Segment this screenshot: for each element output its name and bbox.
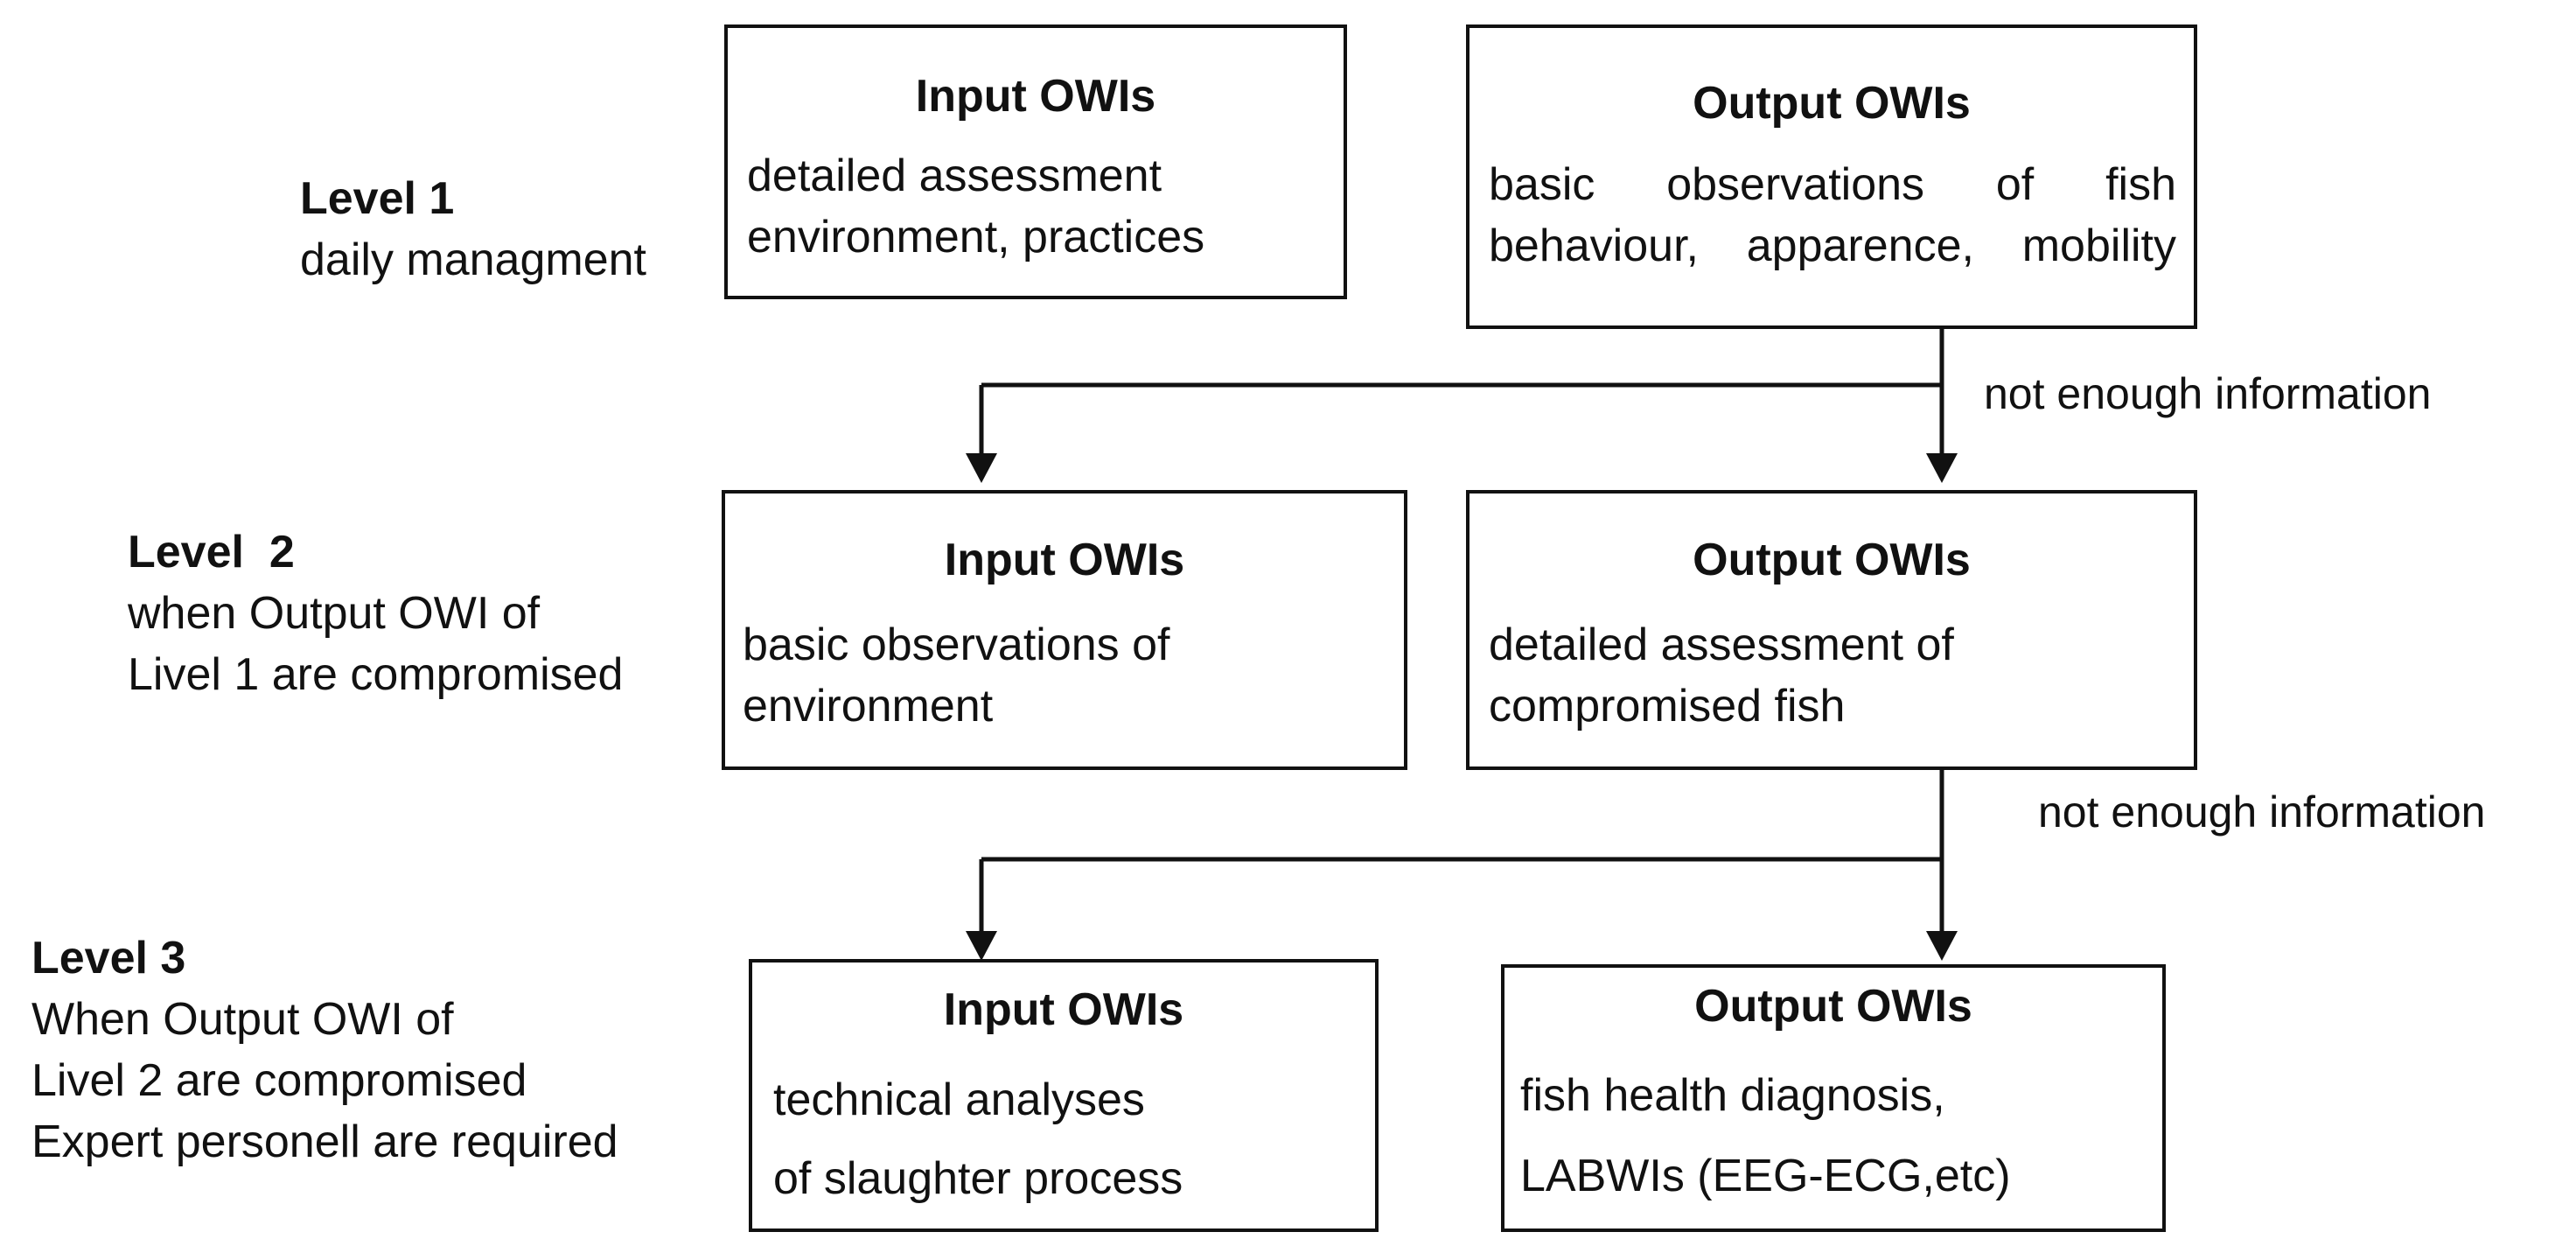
arrowhead-l2-output bbox=[1926, 453, 1958, 483]
level-2-description-line-1: when Output OWI of bbox=[128, 588, 541, 639]
level-2-heading: Level 2 bbox=[128, 527, 295, 578]
level-3-description-line-2: Livel 2 are compromised bbox=[31, 1055, 527, 1106]
level-1-input-box: Input OWIs detailed assessment environme… bbox=[724, 24, 1347, 299]
level-3-label: Level 3 When Output OWI of Livel 2 are c… bbox=[31, 928, 618, 1172]
level-1-output-title: Output OWIs bbox=[1693, 78, 1971, 129]
level-1-input-title: Input OWIs bbox=[915, 71, 1156, 122]
level-3-output-box: Output OWIs fish health diagnosis, LABWI… bbox=[1501, 964, 2166, 1232]
level-3-output-title: Output OWIs bbox=[1694, 981, 1972, 1032]
not-enough-information-note-2: not enough information bbox=[2038, 788, 2486, 836]
level-2-output-line-1: detailed assessment of bbox=[1489, 620, 1954, 670]
level-2-input-title: Input OWIs bbox=[944, 535, 1185, 585]
level-1-output-box: Output OWIs basic observations of fish b… bbox=[1466, 24, 2197, 329]
level-3-input-box: Input OWIs technical analyses of slaught… bbox=[749, 959, 1379, 1232]
level-3-input-title: Input OWIs bbox=[943, 984, 1184, 1035]
level-1-input-text: detailed assessment environment, practic… bbox=[747, 145, 1324, 268]
level-1-input-line-2: environment, practices bbox=[747, 212, 1205, 262]
level-3-heading: Level 3 bbox=[31, 933, 186, 984]
level-3-description-line-1: When Output OWI of bbox=[31, 994, 454, 1045]
level-1-heading: Level 1 bbox=[300, 173, 455, 224]
level-1-description: daily managment bbox=[300, 234, 646, 285]
level-2-input-line-1: basic observations of bbox=[743, 620, 1170, 670]
level-2-output-title: Output OWIs bbox=[1693, 535, 1971, 585]
level-3-output-line-1: fish health diagnosis, bbox=[1520, 1070, 1945, 1121]
level-3-input-text: technical analyses of slaughter process bbox=[773, 1060, 1358, 1218]
level-1-output-line-1: basic observations of fish bbox=[1489, 159, 2176, 210]
arrowhead-l3-output bbox=[1926, 931, 1958, 961]
level-3-input-line-1: technical analyses bbox=[773, 1074, 1145, 1125]
arrowhead-l2-input bbox=[966, 453, 997, 483]
level-1-input-line-1: detailed assessment bbox=[747, 150, 1162, 201]
level-3-output-line-2: LABWIs (EEG-ECG,etc) bbox=[1520, 1151, 2011, 1201]
level-2-input-box: Input OWIs basic observations of environ… bbox=[722, 490, 1407, 770]
level-3-description-line-3: Expert personell are required bbox=[31, 1116, 618, 1167]
level-3-output-text: fish health diagnosis, LABWIs (EEG-ECG,e… bbox=[1520, 1055, 2147, 1216]
level-2-description-line-2: Livel 1 are compromised bbox=[128, 649, 624, 700]
level-1-label: Level 1 daily managment bbox=[300, 168, 646, 290]
level-2-output-box: Output OWIs detailed assessment of compr… bbox=[1466, 490, 2197, 770]
level-1-output-line-2: behaviour, apparence, mobility bbox=[1489, 220, 2176, 271]
level-2-output-text: detailed assessment of compromised fish bbox=[1489, 614, 2176, 737]
arrowhead-l3-input bbox=[966, 931, 997, 961]
level-2-input-text: basic observations of environment bbox=[743, 614, 1386, 737]
level-2-output-line-2: compromised fish bbox=[1489, 681, 1846, 732]
level-1-output-text: basic observations of fish behaviour, ap… bbox=[1489, 154, 2176, 276]
level-3-input-line-2: of slaughter process bbox=[773, 1153, 1183, 1204]
level-2-input-line-2: environment bbox=[743, 681, 994, 732]
not-enough-information-note-1: not enough information bbox=[1984, 369, 2432, 418]
level-2-label: Level 2 when Output OWI of Livel 1 are c… bbox=[128, 522, 623, 705]
